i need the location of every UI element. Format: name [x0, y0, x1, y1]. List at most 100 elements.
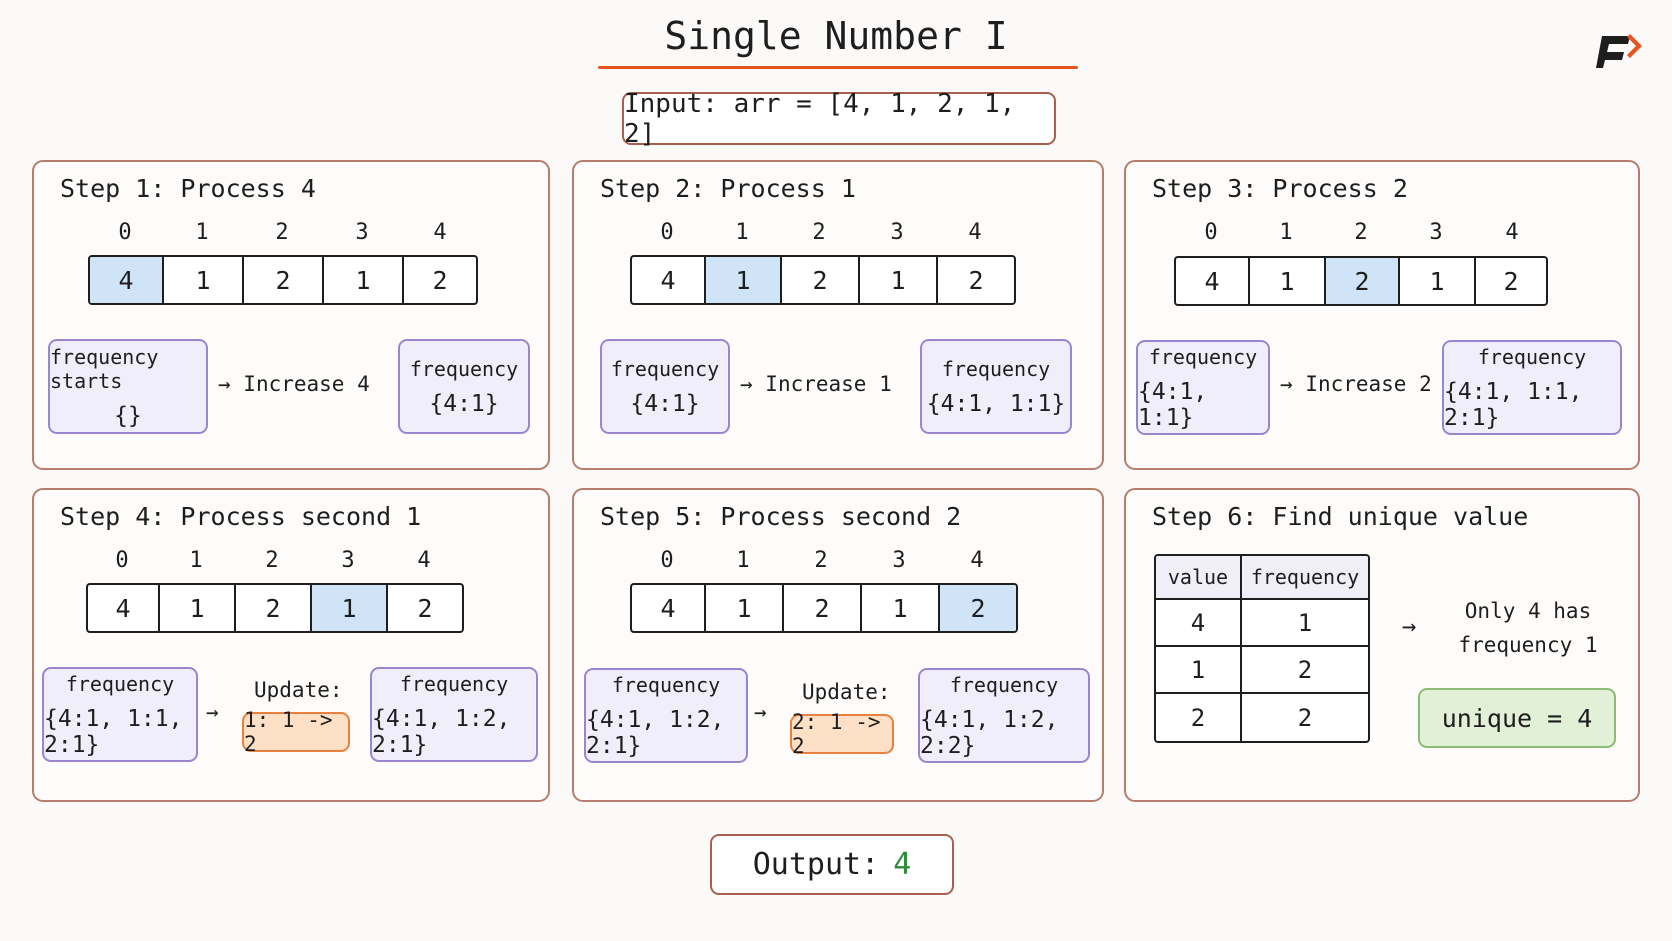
index-label: 2: [275, 220, 289, 245]
frequency-label: frequency: [1477, 344, 1587, 369]
array-cell: 1: [706, 585, 784, 631]
table-cell: 4: [1156, 600, 1242, 645]
frequency-label: frequency starts: [50, 344, 159, 393]
array-cell-highlighted: 2: [940, 585, 1016, 631]
step-3-panel: Step 3: Process 2 0 1 2 3 4 4 1 2 1 2 fr…: [1124, 160, 1640, 470]
unique-note-line: Only 4 has: [1464, 599, 1592, 623]
array-cell: 1: [324, 257, 404, 303]
frequency-label: frequency: [65, 671, 175, 696]
table-cell: 2: [1297, 655, 1313, 684]
array-cell: 1: [1400, 258, 1476, 304]
frequency-table: value frequency 4 1 1 2 2 2: [1154, 554, 1370, 743]
frequency-before-box: frequency starts {}: [48, 339, 208, 434]
frequency-after-box: frequency {4:1, 1:1}: [920, 339, 1072, 434]
frequency-value: {4:1, 1:1}: [926, 390, 1066, 417]
index-label: 3: [890, 220, 904, 245]
index-label: 0: [660, 548, 674, 573]
unique-note-line: frequency 1: [1458, 633, 1598, 657]
index-label: 0: [115, 548, 129, 573]
index-label: 1: [195, 220, 209, 245]
increase-action: → Increase 2: [1280, 372, 1432, 396]
index-label: 3: [341, 548, 355, 573]
table-cell: 1: [1156, 647, 1242, 692]
output-box: Output: 4: [710, 834, 954, 895]
arrow-right-icon: →: [218, 372, 244, 396]
step-1-panel: Step 1: Process 4 0 1 2 3 4 4 1 2 1 2 fr…: [32, 160, 550, 470]
frequency-label: frequency: [941, 356, 1051, 381]
table-header-cell: frequency: [1250, 565, 1360, 589]
output-value: 4: [893, 847, 912, 882]
array-cell: 2: [244, 257, 324, 303]
frequency-value: {4:1, 1:1, 2:1}: [1444, 378, 1583, 431]
frequency-label: frequency: [1148, 344, 1258, 369]
index-row: 0 1 2 3 4: [630, 220, 1014, 245]
brand-logo-icon: [1596, 34, 1642, 68]
frequency-before-box: frequency {4:1}: [600, 339, 730, 434]
frequency-value: {4:1, 1:2, 2:1}: [586, 706, 725, 759]
index-label: 4: [1505, 220, 1519, 245]
array-cell: 2: [236, 585, 312, 631]
index-label: 4: [417, 548, 431, 573]
frequency-after-box: frequency {4:1, 1:2, 2:1}: [370, 667, 538, 762]
table-cell: 2: [1297, 703, 1313, 732]
step-title: Step 2: Process 1: [600, 174, 856, 203]
index-row: 0 1 2 3 4: [88, 220, 478, 245]
index-label: 1: [735, 220, 749, 245]
table-row: 1 2: [1156, 647, 1368, 694]
frequency-value: {4:1, 1:2, 2:1}: [372, 705, 511, 758]
array-cell: 2: [417, 593, 433, 623]
index-label: 2: [1354, 220, 1368, 245]
index-row: 0 1 2 3 4: [86, 548, 462, 573]
array-row: 4 1 2 1 2: [86, 583, 464, 633]
step-title: Step 6: Find unique value: [1152, 502, 1529, 531]
index-label: 0: [660, 220, 674, 245]
unique-note: Only 4 has frequency 1: [1448, 594, 1608, 662]
array-row: 4 1 2 1 2: [88, 255, 478, 305]
step-title: Step 1: Process 4: [60, 174, 316, 203]
array-cell-highlighted: 1: [706, 257, 782, 303]
array-cell: 2: [782, 257, 860, 303]
index-label: 2: [265, 548, 279, 573]
array-cell: 1: [164, 257, 244, 303]
frequency-label: frequency: [949, 672, 1059, 697]
array-cell: 4: [88, 585, 160, 631]
step-2-panel: Step 2: Process 1 0 1 2 3 4 4 1 2 1 2 fr…: [572, 160, 1104, 470]
frequency-label: frequency: [610, 356, 720, 381]
frequency-before-box: frequency {4:1, 1:1, 2:1}: [42, 667, 198, 762]
array-row: 4 1 2 1 2: [630, 583, 1018, 633]
page-title: Single Number I: [664, 14, 1008, 58]
array-cell: 1: [862, 585, 940, 631]
index-label: 1: [189, 548, 203, 573]
index-label: 2: [814, 548, 828, 573]
frequency-before-box: frequency {4:1, 1:1}: [1136, 340, 1270, 435]
step-5-panel: Step 5: Process second 2 0 1 2 3 4 4 1 2…: [572, 488, 1104, 802]
step-title: Step 3: Process 2: [1152, 174, 1408, 203]
increase-action: → Increase 1: [740, 372, 892, 396]
output-label: Output:: [752, 847, 880, 882]
title-underline: [598, 66, 1078, 69]
frequency-value: {4:1}: [630, 390, 700, 417]
array-cell: 2: [968, 265, 984, 295]
array-cell: 4: [1176, 258, 1250, 304]
frequency-value: {4:1, 1:1, 2:1}: [44, 705, 183, 758]
frequency-value: {}: [114, 402, 142, 429]
arrow-right-icon: →: [740, 372, 766, 396]
array-cell: 1: [860, 257, 938, 303]
step-6-panel: Step 6: Find unique value value frequenc…: [1124, 488, 1640, 802]
index-label: 4: [970, 548, 984, 573]
table-cell: 1: [1297, 608, 1313, 637]
frequency-after-box: frequency {4:1}: [398, 339, 530, 434]
frequency-value: {4:1, 1:2, 2:2}: [920, 706, 1059, 759]
index-label: 4: [433, 220, 447, 245]
table-header-row: value frequency: [1156, 556, 1368, 600]
frequency-label: frequency: [399, 671, 509, 696]
array-cell: 1: [1250, 258, 1326, 304]
index-label: 0: [1204, 220, 1218, 245]
frequency-before-box: frequency {4:1, 1:2, 2:1}: [584, 668, 748, 763]
arrow-right-icon: →: [1402, 612, 1417, 640]
unique-result-box: unique = 4: [1418, 688, 1616, 748]
input-box: Input: arr = [4, 1, 2, 1, 2]: [622, 89, 1056, 149]
array-cell: 4: [632, 585, 706, 631]
index-label: 2: [812, 220, 826, 245]
step-title: Step 5: Process second 2: [600, 502, 962, 531]
